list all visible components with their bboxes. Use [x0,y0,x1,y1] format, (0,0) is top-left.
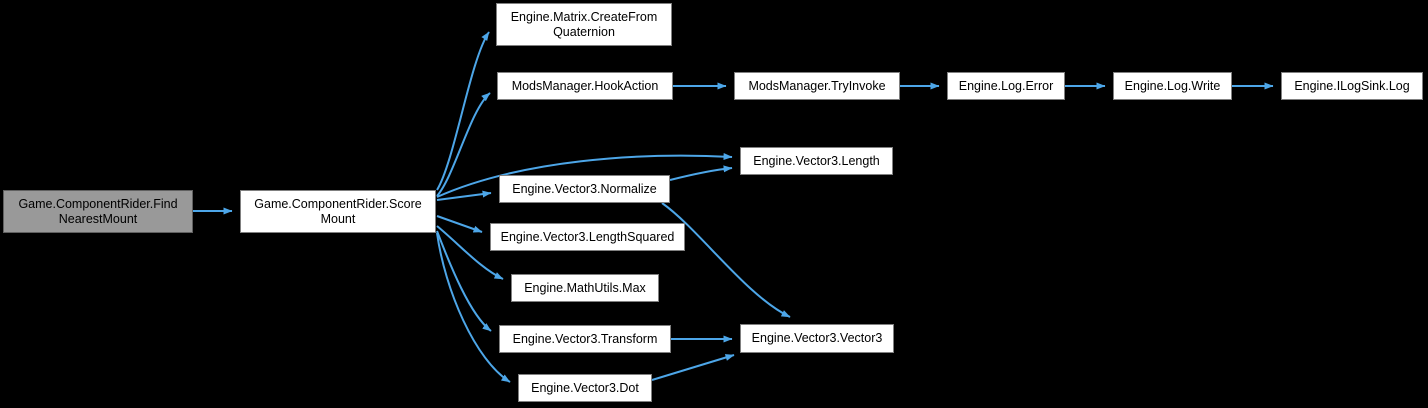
graph-edge-score-mount-to-vector3-dot [436,232,511,383]
graph-edge-score-mount-to-vector3-lengthsquared [436,215,483,233]
graph-edge-score-mount-to-matrix-createfromquaternion [436,31,490,191]
graph-edge-score-mount-to-vector3-transform [436,230,492,332]
graph-node-mathutils-max[interactable]: Engine.MathUtils.Max [511,274,659,302]
graph-node-find-nearest-mount[interactable]: Game.ComponentRider.Find NearestMount [3,190,193,233]
graph-node-vector3-dot[interactable]: Engine.Vector3.Dot [518,374,652,402]
graph-edge-score-mount-to-vector3-normalize [436,190,492,201]
graph-node-vector3-transform[interactable]: Engine.Vector3.Transform [499,325,671,353]
graph-node-vector3-normalize[interactable]: Engine.Vector3.Normalize [499,175,670,203]
graph-node-vector3-vector3[interactable]: Engine.Vector3.Vector3 [740,324,894,353]
graph-node-modsmanager-hookaction[interactable]: ModsManager.HookAction [497,72,673,100]
graph-node-log-write[interactable]: Engine.Log.Write [1113,72,1232,100]
graph-edge-vector3-normalize-to-vector3-vector3 [661,202,791,318]
graph-node-score-mount[interactable]: Game.ComponentRider.Score Mount [240,190,436,233]
graph-node-vector3-length[interactable]: Engine.Vector3.Length [740,147,893,175]
graph-node-log-error[interactable]: Engine.Log.Error [947,72,1065,100]
graph-node-ilogsink-log[interactable]: Engine.ILogSink.Log [1281,72,1423,100]
graph-edge-vector3-dot-to-vector3-vector3 [651,354,735,381]
graph-edge-vector3-normalize-to-vector3-length [669,165,733,181]
graph-node-vector3-lengthsquared[interactable]: Engine.Vector3.LengthSquared [490,223,685,251]
graph-node-matrix-createfromquaternion[interactable]: Engine.Matrix.CreateFrom Quaternion [496,3,672,46]
graph-node-modsmanager-tryinvoke[interactable]: ModsManager.TryInvoke [734,72,900,100]
graph-edge-score-mount-to-modsmanager-hookaction [436,92,491,197]
